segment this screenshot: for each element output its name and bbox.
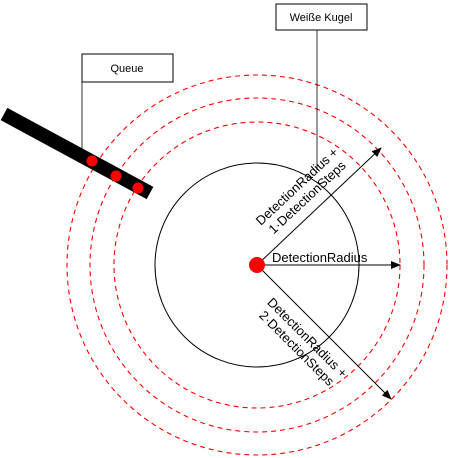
queue-bar — [0, 107, 154, 200]
white-ball — [249, 257, 265, 273]
arrow-radius-plus-two-steps — [256, 264, 392, 400]
queue-callout-label: Queue — [110, 63, 143, 75]
white-ball-callout-box — [275, 3, 368, 31]
queue-ball-1 — [86, 155, 98, 167]
lower-arrow-label: DetectionRadius + 2·DetectionSteps — [256, 295, 350, 390]
upper-arrow-label: DetectionRadius + 1·DetectionSteps — [253, 144, 349, 236]
dashed-ring-middle — [89, 97, 425, 433]
queue-ball-3 — [132, 182, 144, 194]
queue-ball-2 — [110, 170, 122, 182]
dashed-ring-outer — [66, 74, 448, 456]
arrow-radius-plus-one-step — [256, 147, 382, 266]
queue-callout-box — [81, 53, 174, 83]
detection-radius-label: DetectionRadius — [272, 250, 368, 265]
white-ball-callout-label: Weiße Kugel — [290, 12, 353, 24]
